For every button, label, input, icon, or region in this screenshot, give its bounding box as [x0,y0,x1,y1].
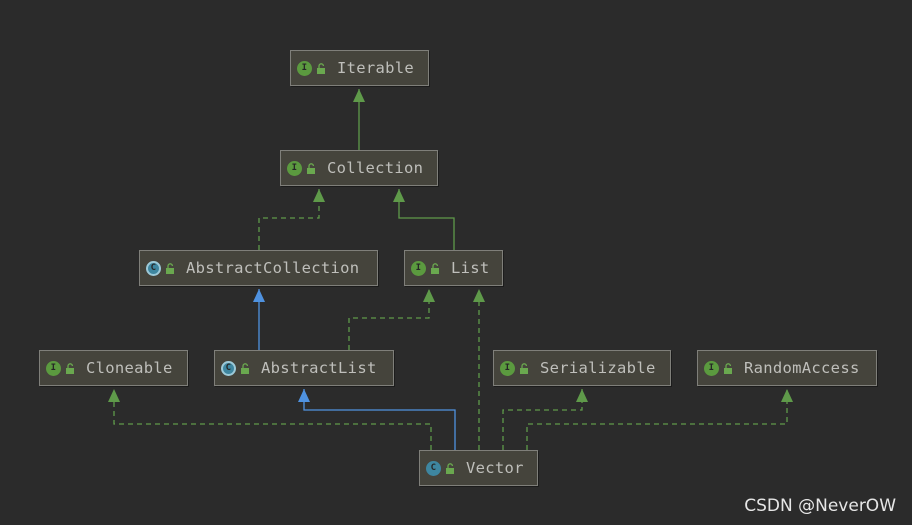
abstract-class-icon: C [146,260,161,276]
arrowhead [313,189,325,202]
lock-open-icon [316,62,327,74]
node-label: RandomAccess [744,359,860,377]
interface-icon: I [297,60,312,76]
edge-abstract_collection-to-collection [258,189,320,250]
node-label: Collection [327,159,424,177]
arrowhead [473,289,485,302]
interface-icon: I [704,360,719,376]
node-serializable[interactable]: I Serializable [493,350,671,386]
interface-icon: I [287,160,302,176]
node-label: AbstractCollection [186,259,360,277]
arrowhead [108,389,120,402]
edge-abstract_list-to-list [348,289,430,350]
node-list[interactable]: I List [404,250,503,286]
arrowhead [353,89,365,102]
edge-vector-to-cloneable [113,389,432,450]
lock-open-icon [306,162,317,174]
arrowhead [576,389,588,402]
lock-open-icon [723,362,734,374]
arrowhead [253,289,265,302]
node-iterable[interactable]: I Iterable [290,50,429,86]
class-icon: C [426,460,441,476]
arrowhead [781,389,793,402]
lock-open-icon [240,362,251,374]
node-label: Vector [466,459,524,477]
node-label: Cloneable [86,359,173,377]
node-vector[interactable]: C Vector [419,450,538,486]
arrowhead [423,289,435,302]
lock-open-icon [165,262,176,274]
node-label: Serializable [540,359,656,377]
node-abstract-list[interactable]: C AbstractList [214,350,394,386]
edge-list-to-collection [398,189,455,250]
lock-open-icon [519,362,530,374]
arrowhead [393,189,405,202]
node-abstract-collection[interactable]: C AbstractCollection [139,250,378,286]
node-cloneable[interactable]: I Cloneable [39,350,188,386]
arrowhead [298,389,310,402]
lock-open-icon [65,362,76,374]
edge-vector-to-abstract_list [303,389,456,450]
node-collection[interactable]: I Collection [280,150,438,186]
edge-vector-to-random_access [526,389,788,450]
node-label: AbstractList [261,359,377,377]
interface-icon: I [411,260,426,276]
node-label: Iterable [337,59,415,77]
interface-icon: I [46,360,61,376]
interface-icon: I [500,360,515,376]
abstract-class-icon: C [221,360,236,376]
node-random-access[interactable]: I RandomAccess [697,350,877,386]
node-label: List [451,259,490,277]
lock-open-icon [445,462,456,474]
watermark: CSDN @NeverOW [744,496,896,516]
lock-open-icon [430,262,441,274]
edge-vector-to-serializable [502,389,583,450]
